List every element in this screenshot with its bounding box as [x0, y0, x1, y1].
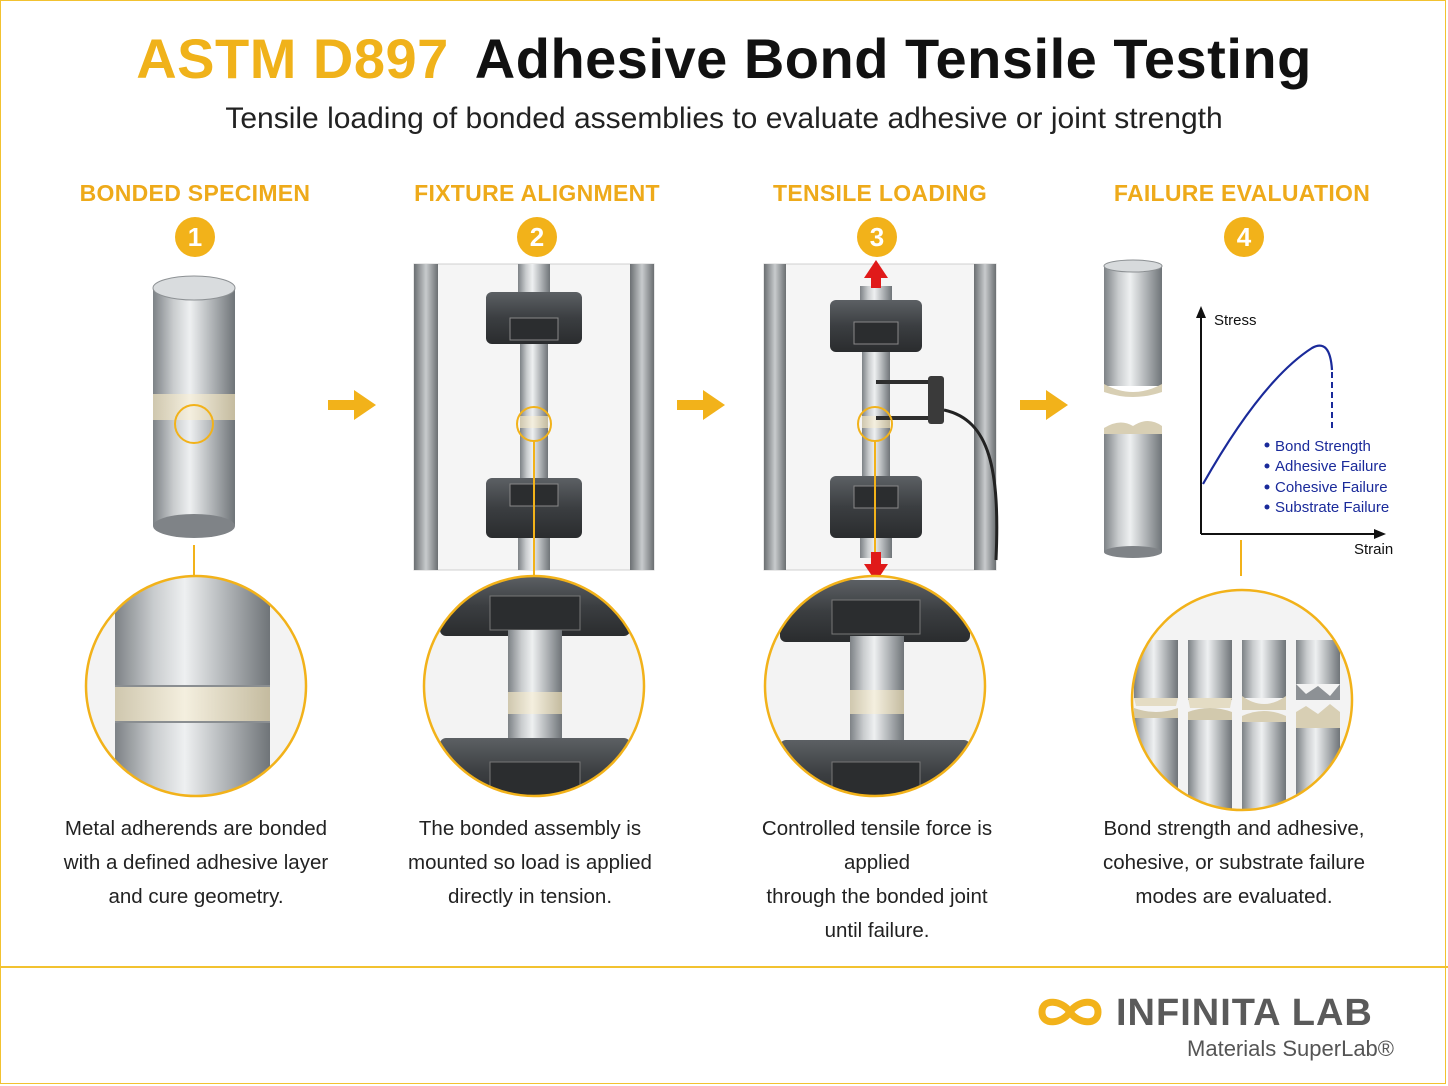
step-1-description: Metal adherends are bonded with a define… — [46, 812, 346, 914]
brand-logo: INFINITA LAB Materials SuperLab® — [1034, 988, 1394, 1068]
flow-arrow-icon — [677, 390, 725, 420]
desc-line: The bonded assembly is — [418, 817, 642, 840]
legend-cohesive-failure: Cohesive Failure — [1275, 479, 1388, 496]
bonded-specimen-illustration — [152, 275, 236, 576]
tensile-loading-illustration — [763, 263, 999, 576]
flow-arrow-icon — [328, 390, 376, 420]
desc-line: Controlled tensile force is applied — [761, 817, 993, 874]
desc-line: Bond strength and adhesive, — [1103, 817, 1365, 840]
legend-bond-strength: Bond Strength — [1275, 438, 1371, 455]
failed-specimen-illustration — [1103, 259, 1163, 558]
step-4-description: Bond strength and adhesive, cohesive, or… — [1084, 812, 1384, 914]
brand-tagline: Materials SuperLab® — [1187, 1036, 1394, 1061]
force-arrow-up-icon — [864, 260, 888, 288]
flow-arrow-icon — [1020, 390, 1068, 420]
desc-line: modes are evaluated. — [1135, 885, 1333, 908]
page-subtitle: Tensile loading of bonded assemblies to … — [225, 102, 1223, 135]
step-4-title: FAILURE EVALUATION — [1113, 180, 1371, 206]
failure-mode-mixed — [1242, 640, 1286, 810]
graph-y-label: Stress — [1214, 312, 1257, 329]
fixture-zoom-detail — [424, 576, 644, 796]
page-title: ASTM D897 Adhesive Bond Tensile Testing — [0, 24, 1448, 94]
step-3-description: Controlled tensile force is applied thro… — [727, 812, 1027, 948]
step-2-title: FIXTURE ALIGNMENT — [414, 180, 660, 206]
step-2-description: The bonded assembly is mounted so load i… — [380, 812, 680, 914]
desc-line: through the bonded joint — [766, 885, 988, 908]
stress-strain-graph — [1196, 306, 1386, 576]
fixture-illustration — [413, 263, 655, 576]
desc-line: cohesive, or substrate failure — [1102, 851, 1366, 874]
failure-mode-cohesive — [1188, 640, 1232, 810]
loading-zoom-detail — [765, 576, 985, 796]
step-4-badge: 4 — [1224, 217, 1264, 257]
graph-x-label: Strain — [1354, 541, 1393, 558]
desc-line: with a defined adhesive layer — [63, 851, 329, 874]
title-text: Adhesive Bond Tensile Testing — [474, 27, 1312, 90]
infinity-icon — [1038, 998, 1102, 1026]
desc-line: mounted so load is applied — [408, 851, 652, 874]
desc-line: until failure. — [824, 919, 930, 942]
legend-substrate-failure: Substrate Failure — [1275, 499, 1389, 516]
force-arrow-down-icon — [864, 552, 888, 582]
step-3-title: TENSILE LOADING — [772, 180, 988, 206]
standard-code: ASTM D897 — [136, 27, 449, 90]
desc-line: directly in tension. — [447, 885, 613, 908]
brand-name: INFINITA LAB — [1116, 992, 1373, 1034]
failure-mode-adhesive — [1134, 640, 1178, 810]
failure-modes-zoom-detail — [1132, 590, 1352, 810]
desc-line: and cure geometry. — [108, 885, 284, 908]
specimen-zoom-detail — [86, 576, 306, 796]
step-1-badge: 1 — [175, 217, 215, 257]
step-3-badge: 3 — [857, 217, 897, 257]
step-2-badge: 2 — [517, 217, 557, 257]
footer-divider — [0, 966, 1448, 968]
desc-line: Metal adherends are bonded — [64, 817, 328, 840]
step-1-title: BONDED SPECIMEN — [79, 180, 311, 206]
legend-adhesive-failure: Adhesive Failure — [1275, 458, 1387, 475]
